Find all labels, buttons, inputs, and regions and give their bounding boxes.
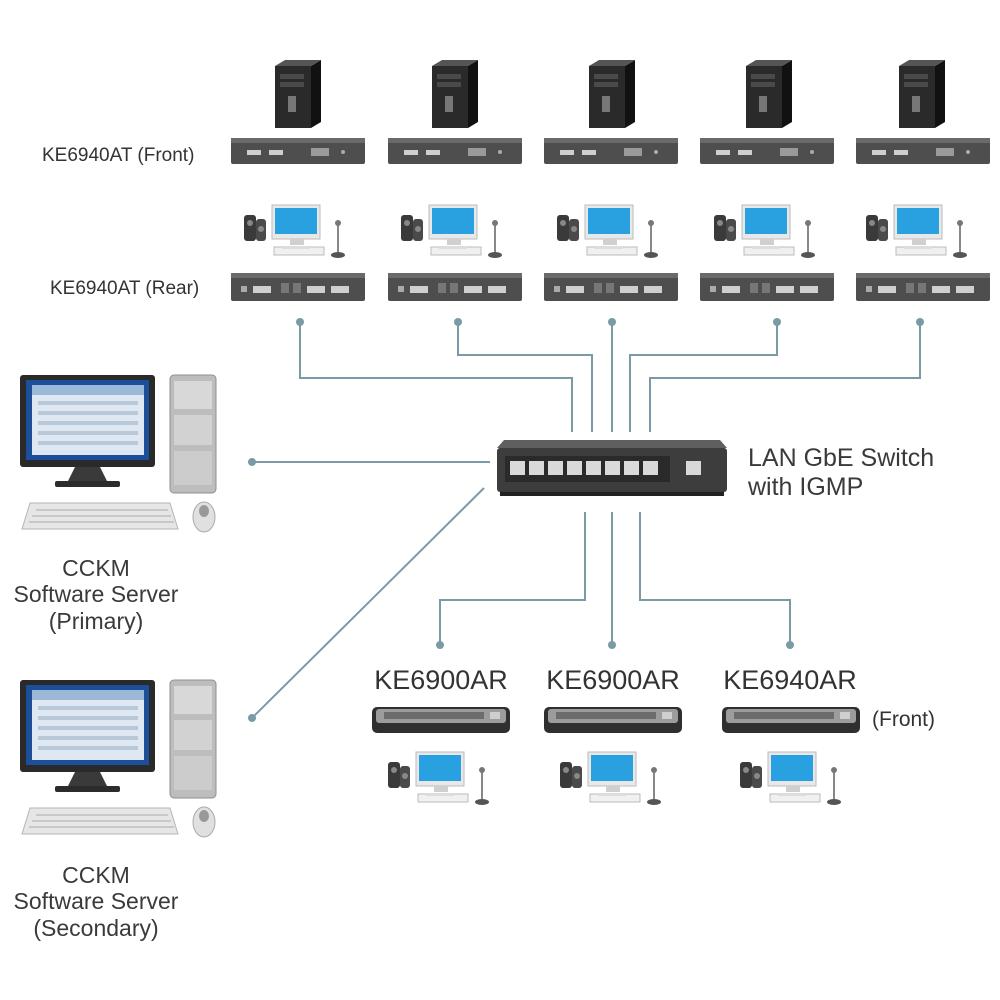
- server-primary-line2: Software Server: [13, 581, 179, 608]
- transmitter-group-4: [700, 60, 834, 301]
- connector-dot: [773, 318, 781, 326]
- kvm-transmitter-front-icon: [856, 138, 990, 164]
- kvm-receiver-icon: [372, 707, 510, 733]
- workstation-icon: [556, 204, 659, 259]
- receiver-group-2: [544, 707, 682, 806]
- connector-dot: [248, 714, 256, 722]
- kvm-transmitter-front-icon: [700, 138, 834, 164]
- switch-label-line2: with IGMP: [748, 472, 864, 501]
- transmitter-group-1: [231, 60, 365, 301]
- transmitter-group-2: [388, 60, 522, 301]
- server-primary-line1: CCKM: [62, 555, 130, 581]
- workstation-icon: [559, 751, 662, 806]
- receiver-front-label: (Front): [872, 708, 935, 731]
- workstation-icon: [387, 751, 490, 806]
- tower-pc-icon: [899, 60, 945, 128]
- link-tx-2: [457, 322, 593, 432]
- kvm-transmitter-rear-icon: [388, 273, 522, 301]
- receiver-2-label: KE6900AR: [546, 665, 680, 695]
- workstation-icon: [739, 751, 842, 806]
- server-secondary-line3: (Secondary): [33, 914, 159, 941]
- kvm-transmitter-front-icon: [388, 138, 522, 164]
- connector-lines: [251, 322, 921, 719]
- tower-pc-icon: [275, 60, 321, 128]
- link-tx-1: [299, 322, 573, 432]
- link-rx-1: [439, 512, 586, 645]
- transmitter-group-3: [544, 60, 678, 301]
- kvm-transmitter-rear-icon: [231, 273, 365, 301]
- transmitter-group-5: [856, 60, 990, 301]
- server-secondary-line2: Software Server: [13, 888, 179, 915]
- switch-label: LAN GbE Switch with IGMP: [748, 444, 934, 502]
- connector-endpoints: [248, 318, 924, 722]
- cckm-server-secondary-computer-icon: [19, 679, 217, 838]
- connector-dot: [436, 641, 444, 649]
- server-primary-line3: (Primary): [48, 607, 144, 634]
- connector-dot: [608, 641, 616, 649]
- tower-pc-icon: [432, 60, 478, 128]
- workstation-icon: [865, 204, 968, 259]
- kvm-transmitter-front-icon: [231, 138, 365, 164]
- kvm-transmitter-rear-icon: [700, 273, 834, 301]
- server-secondary-label: CCKM Software Server (Secondary): [0, 862, 196, 941]
- workstation-icon: [400, 204, 503, 259]
- tower-pc-icon: [589, 60, 635, 128]
- link-server-secondary: [251, 487, 485, 719]
- receiver-3-label: KE6940AR: [723, 665, 857, 695]
- kvm-transmitter-rear-icon: [856, 273, 990, 301]
- link-rx-3: [639, 512, 791, 645]
- connector-dot: [248, 458, 256, 466]
- connector-dot: [454, 318, 462, 326]
- connector-dot: [296, 318, 304, 326]
- transmitter-rear-row-label: KE6940AT (Rear): [50, 278, 200, 299]
- workstation-icon: [243, 204, 346, 259]
- connector-dot: [786, 641, 794, 649]
- connector-dot: [608, 318, 616, 326]
- kvm-transmitter-front-icon: [544, 138, 678, 164]
- server-secondary-line1: CCKM: [62, 862, 130, 888]
- switch-label-line1: LAN GbE Switch: [748, 444, 935, 472]
- receiver-1-label: KE6900AR: [374, 665, 508, 695]
- kvm-receiver-icon: [722, 707, 860, 733]
- kvm-receiver-icon: [544, 707, 682, 733]
- workstation-icon: [713, 204, 816, 259]
- link-tx-5: [649, 322, 921, 432]
- transmitter-front-row-label: KE6940AT (Front): [42, 145, 195, 166]
- receiver-group-3: [722, 707, 860, 806]
- cckm-server-primary-computer-icon: [19, 374, 217, 533]
- kvm-transmitter-rear-icon: [544, 273, 678, 301]
- lan-switch-icon: [497, 440, 727, 496]
- server-primary-label: CCKM Software Server (Primary): [0, 555, 196, 634]
- link-tx-4: [629, 322, 778, 432]
- tower-pc-icon: [746, 60, 792, 128]
- connector-dot: [916, 318, 924, 326]
- receiver-group-1: [372, 707, 510, 806]
